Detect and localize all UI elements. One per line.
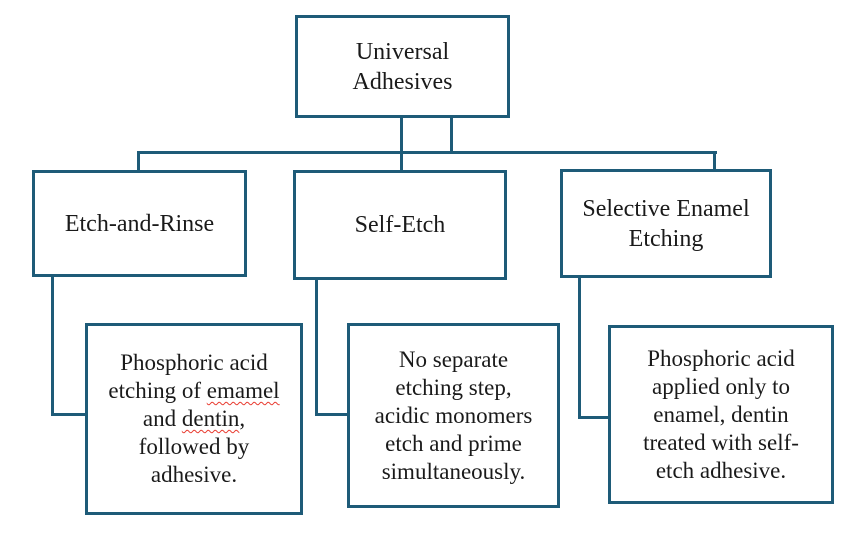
connector-elbow-selective-enamel-vertical bbox=[578, 278, 581, 419]
desc-text-segment: and bbox=[142, 406, 182, 431]
desc-line: applied only to bbox=[652, 373, 790, 399]
description-text-etch-and-rinse: Phosphoric acid etching of emamel and de… bbox=[108, 349, 279, 489]
branch-label-self-etch: Self-Etch bbox=[354, 212, 446, 238]
desc-line: etch adhesive. bbox=[655, 457, 787, 483]
desc-line: enamel, dentin bbox=[653, 401, 789, 427]
desc-line: Phosphoric acid bbox=[647, 345, 795, 371]
description-box-etch-and-rinse: Phosphoric acid etching of emamel and de… bbox=[85, 323, 303, 515]
desc-line: etching step, bbox=[395, 374, 512, 400]
branch-label-selective-enamel-etching: Selective Enamel Etching bbox=[582, 195, 750, 252]
connector-elbow-selective-enamel-horizontal bbox=[578, 416, 611, 419]
connector-elbow-self-etch-horizontal bbox=[315, 413, 350, 416]
desc-line: and dentin, bbox=[108, 405, 279, 433]
desc-line: etching of emamel bbox=[108, 377, 279, 405]
desc-line: followed by bbox=[138, 434, 250, 459]
root-label: Universal Adhesives bbox=[352, 38, 453, 95]
connector-elbow-etch-and-rinse-horizontal bbox=[51, 413, 88, 416]
description-text-selective-enamel-etching: Phosphoric acid applied only to enamel, … bbox=[643, 345, 799, 485]
desc-text-segment: etching of bbox=[108, 378, 207, 403]
desc-line: etch and prime bbox=[385, 430, 522, 456]
description-box-self-etch: No separate etching step, acidic monomer… bbox=[347, 323, 560, 508]
branch-label-etch-and-rinse: Etch-and-Rinse bbox=[64, 210, 215, 237]
desc-text-segment: , bbox=[239, 406, 246, 431]
connector-drop-selective-enamel-etching bbox=[713, 151, 716, 170]
connector-root-stub-right bbox=[450, 118, 453, 154]
desc-line: acidic monomers bbox=[374, 402, 533, 428]
misspelled-word-dentin: dentin bbox=[181, 406, 240, 431]
connector-horizontal-rail bbox=[137, 151, 717, 154]
connector-drop-self-etch bbox=[400, 151, 403, 171]
connector-root-stub-left bbox=[400, 118, 403, 154]
misspelled-word-emamel: emamel bbox=[206, 378, 280, 403]
root-box-universal-adhesives: Universal Adhesives bbox=[295, 15, 510, 118]
connector-elbow-self-etch-vertical bbox=[315, 280, 318, 416]
desc-line: adhesive. bbox=[150, 462, 238, 487]
connector-elbow-etch-and-rinse-vertical bbox=[51, 277, 54, 416]
branch-box-self-etch: Self-Etch bbox=[293, 170, 507, 280]
desc-line: simultaneously. bbox=[381, 458, 526, 484]
connector-drop-etch-and-rinse bbox=[137, 151, 140, 171]
desc-line: Phosphoric acid bbox=[120, 350, 268, 375]
branch-box-etch-and-rinse: Etch-and-Rinse bbox=[32, 170, 247, 277]
description-text-self-etch: No separate etching step, acidic monomer… bbox=[375, 346, 533, 486]
desc-line: treated with self- bbox=[643, 429, 799, 455]
branch-box-selective-enamel-etching: Selective Enamel Etching bbox=[560, 169, 772, 278]
description-box-selective-enamel-etching: Phosphoric acid applied only to enamel, … bbox=[608, 325, 834, 504]
desc-line: No separate bbox=[398, 346, 509, 372]
